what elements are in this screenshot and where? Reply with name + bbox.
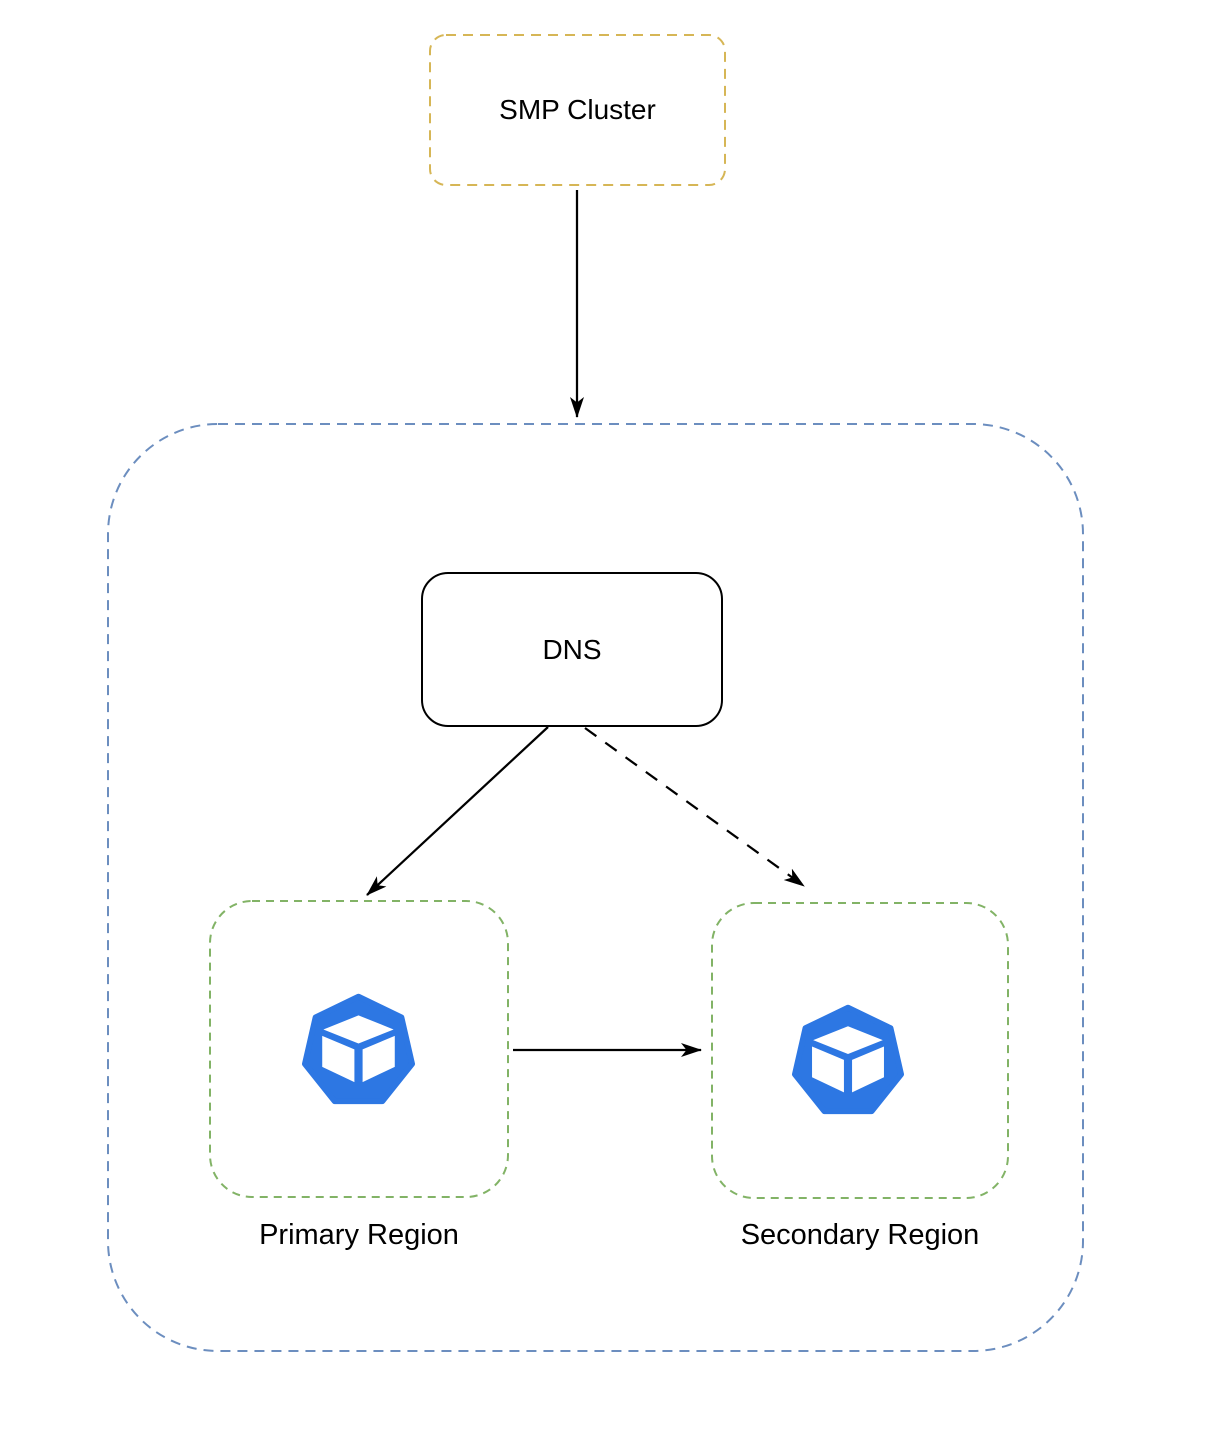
container-cube-icon xyxy=(795,1008,901,1112)
primary-region-box xyxy=(209,900,509,1198)
region-group-box xyxy=(107,423,1084,1352)
container-cube-icon xyxy=(305,997,412,1101)
smp-cluster-box xyxy=(429,34,726,186)
secondary-region-box xyxy=(711,902,1009,1199)
secondary-region-label: Secondary Region xyxy=(740,1219,980,1251)
primary-region-label: Primary Region xyxy=(259,1219,459,1251)
arrow-dns-to-primary xyxy=(366,726,549,896)
dns-label: DNS xyxy=(542,633,602,665)
dns-box xyxy=(421,572,723,727)
arrow-dns-to-secondary xyxy=(584,727,805,887)
smp-cluster-label: SMP Cluster xyxy=(499,94,656,126)
